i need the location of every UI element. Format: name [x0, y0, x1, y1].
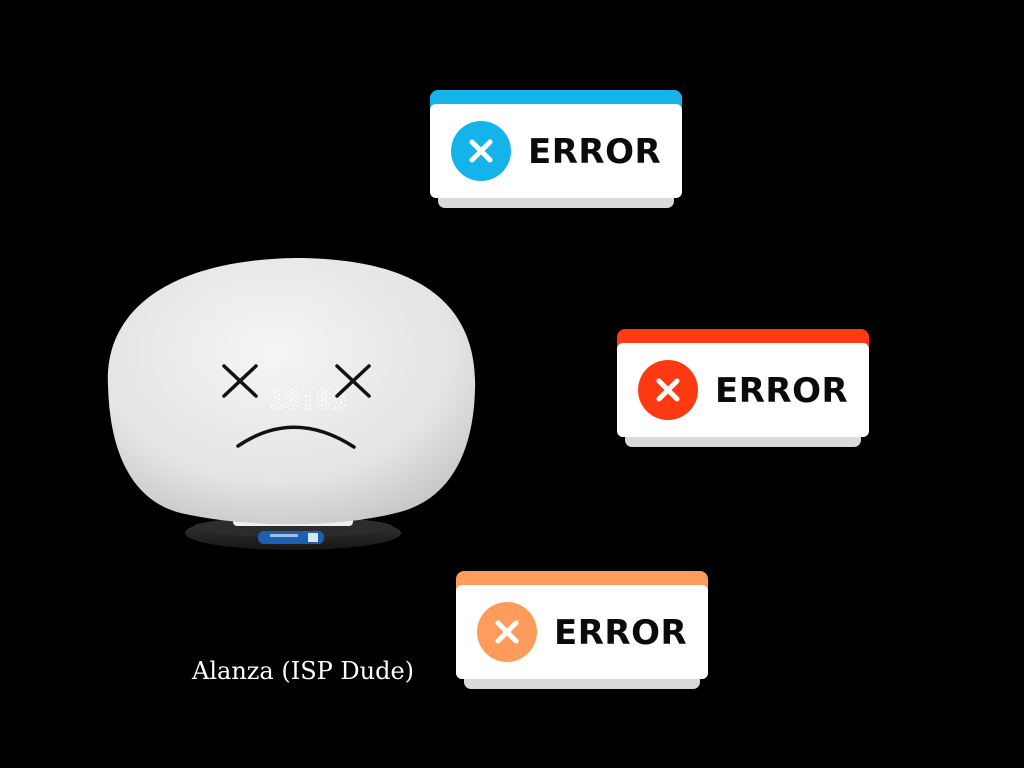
badge-card: ERROR — [430, 104, 682, 198]
router-body — [107, 258, 476, 525]
error-label: ERROR — [528, 132, 662, 172]
router-device: 10:09 — [100, 250, 490, 560]
error-badge-orange: ERROR — [456, 571, 708, 691]
dizzy-eyes — [222, 364, 371, 398]
close-icon — [451, 121, 511, 181]
close-icon — [638, 360, 698, 420]
error-badge-red: ERROR — [617, 329, 869, 449]
router-display: 10:09 — [269, 386, 347, 416]
sad-mouth — [236, 425, 356, 449]
error-badge-blue: ERROR — [430, 90, 682, 210]
badge-card: ERROR — [617, 343, 869, 437]
badge-card: ERROR — [456, 585, 708, 679]
error-label: ERROR — [554, 613, 688, 653]
error-label: ERROR — [715, 371, 849, 411]
close-icon — [477, 602, 537, 662]
caption: Alanza (ISP Dude) — [192, 657, 415, 685]
